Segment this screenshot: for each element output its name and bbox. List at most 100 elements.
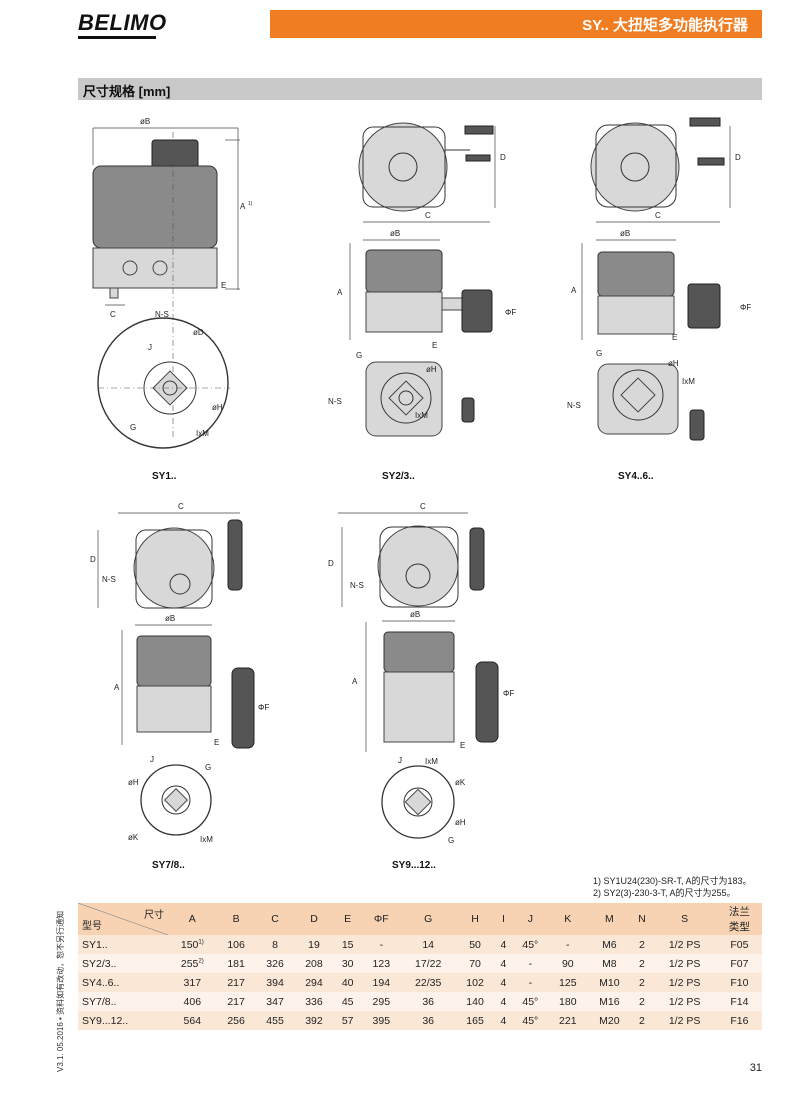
dim-label-h-sy2: øH bbox=[426, 365, 437, 374]
cell-value: 336 bbox=[305, 995, 323, 1008]
cell-k: - bbox=[548, 935, 588, 954]
cell-value: 217 bbox=[227, 995, 245, 1008]
cell-value: 564 bbox=[183, 1014, 202, 1027]
cell-value: 36 bbox=[422, 1014, 435, 1027]
cell-value: F14 bbox=[730, 995, 749, 1008]
cell-value: F05 bbox=[730, 938, 749, 951]
flange-header-line2: 类型 bbox=[728, 921, 750, 933]
model-label-sy2-3: SY2/3.. bbox=[382, 471, 415, 482]
cell-value: M20 bbox=[599, 1014, 620, 1027]
cell-model: SY1.. bbox=[78, 935, 168, 954]
cell-k: 221 bbox=[548, 1011, 588, 1030]
col-header: J bbox=[512, 903, 549, 935]
drawing-sy9-12: C D N-S øB A ΦF E J IxM øK øH G bbox=[328, 502, 514, 845]
cell-c: 455 bbox=[255, 1011, 295, 1030]
cell-m: M6 bbox=[587, 935, 632, 954]
dim-label-j-sy9: J bbox=[398, 756, 402, 765]
cell-n: 2 bbox=[631, 1011, 653, 1030]
cell-d: 336 bbox=[294, 992, 334, 1011]
dim-label-e-sy9: E bbox=[460, 741, 465, 750]
cell-b: 217 bbox=[216, 973, 256, 992]
footnote-marker: 2) bbox=[198, 958, 204, 964]
page-title: SY.. 大扭矩多功能执行器 bbox=[582, 17, 748, 34]
dim-label-c-sy1: C bbox=[110, 310, 116, 319]
corner-label-model: 型号 bbox=[82, 921, 102, 932]
dim-label-a1-sup: 1) bbox=[248, 201, 253, 207]
cell-value: 221 bbox=[559, 1014, 577, 1027]
cell-e: 30 bbox=[333, 954, 362, 973]
cell-b: 181 bbox=[216, 954, 256, 973]
cell-m: M16 bbox=[587, 992, 632, 1011]
dim-label-a-sy2: A bbox=[337, 288, 343, 297]
dim-label-f-sy2: ΦF bbox=[505, 308, 516, 317]
dim-label-b-sy4: øB bbox=[620, 229, 630, 238]
revision-note: V3.1. 05.2016 • 资料如有改动，恕不另行通知 bbox=[56, 910, 65, 1072]
cell-value: 1/2 PS bbox=[668, 976, 701, 989]
drawing-sy2-3: D C øB A ΦF E G øH N-S IxM bbox=[328, 122, 516, 437]
cell-k: 125 bbox=[548, 973, 588, 992]
col-header: G bbox=[400, 903, 456, 935]
cell-d: 208 bbox=[294, 954, 334, 973]
dim-label-d-sy4: D bbox=[735, 153, 741, 162]
cell-value: 8 bbox=[272, 938, 278, 951]
cell-h: 165 bbox=[455, 1011, 495, 1030]
cell-value: 255 bbox=[180, 957, 199, 970]
dim-label-b-sy7: øB bbox=[165, 614, 175, 623]
dim-label-c-sy7: C bbox=[178, 502, 184, 511]
corner-label-dimension: 尺寸 bbox=[144, 910, 164, 921]
cell-flange: F07 bbox=[716, 954, 762, 973]
cell-value: 4 bbox=[500, 976, 507, 989]
dim-label-j-sy7: J bbox=[150, 755, 154, 764]
cell-n: 2 bbox=[631, 992, 653, 1011]
cell-d: 19 bbox=[294, 935, 334, 954]
cell-value: 2 bbox=[639, 995, 645, 1008]
footnote-marker: 1) bbox=[198, 939, 204, 945]
dim-label-c-sy9: C bbox=[420, 502, 426, 511]
cell-value: 406 bbox=[183, 995, 202, 1008]
dimension-drawings: øB A 1) E C N-S øD J øH G IxM bbox=[90, 117, 751, 845]
section-title: 尺寸规格 [mm] bbox=[83, 84, 171, 99]
dim-label-h-sy9: øH bbox=[455, 818, 466, 827]
footnotes: 1) SY1U24(230)-SR-T, A的尺寸为183。 2) SY2(3)… bbox=[593, 875, 752, 899]
cell-e: 15 bbox=[333, 935, 362, 954]
cell-value: 1/2 PS bbox=[668, 1014, 701, 1027]
cell-value: 2 bbox=[639, 976, 645, 989]
cell-flange: F16 bbox=[716, 1011, 762, 1030]
cell-value: 50 bbox=[469, 938, 481, 951]
dim-label-e-sy4: E bbox=[672, 333, 677, 342]
cell-a: 317 bbox=[168, 973, 217, 992]
footnote-1: 1) SY1U24(230)-SR-T, A的尺寸为183。 bbox=[593, 876, 752, 886]
dim-label-a1-sy1: A bbox=[240, 202, 246, 211]
cell-j: 45° bbox=[512, 1011, 549, 1030]
col-header: N bbox=[631, 903, 653, 935]
cell-value: 1/2 PS bbox=[668, 995, 701, 1008]
cell-value: - bbox=[379, 938, 384, 951]
cell-value: 22/35 bbox=[415, 976, 442, 989]
col-header: I bbox=[494, 903, 513, 935]
cell-value: 90 bbox=[561, 957, 574, 970]
cell-value: 256 bbox=[227, 1014, 245, 1027]
dim-label-e-sy7: E bbox=[214, 738, 219, 747]
cell-s: 1/2 PS bbox=[652, 973, 717, 992]
col-header-flange: 法兰 类型 bbox=[716, 903, 762, 935]
cell-s: 1/2 PS bbox=[652, 1011, 717, 1030]
dim-label-e-sy2: E bbox=[432, 341, 437, 350]
model-label-sy4-6: SY4..6.. bbox=[618, 471, 654, 482]
logo-underline bbox=[78, 36, 156, 39]
flange-header-line1: 法兰 bbox=[728, 906, 750, 918]
cell-c: 347 bbox=[255, 992, 295, 1011]
cell-h: 50 bbox=[455, 935, 495, 954]
col-header: H bbox=[455, 903, 495, 935]
cell-value: F10 bbox=[730, 976, 749, 989]
cell-value: 19 bbox=[308, 938, 320, 951]
dim-label-h-sy7: øH bbox=[128, 778, 139, 787]
cell-value: 15 bbox=[341, 938, 354, 951]
cell-j: 45° bbox=[512, 992, 549, 1011]
cell-value: 106 bbox=[227, 938, 245, 951]
cell-m: M10 bbox=[587, 973, 632, 992]
cell-e: 45 bbox=[333, 992, 362, 1011]
